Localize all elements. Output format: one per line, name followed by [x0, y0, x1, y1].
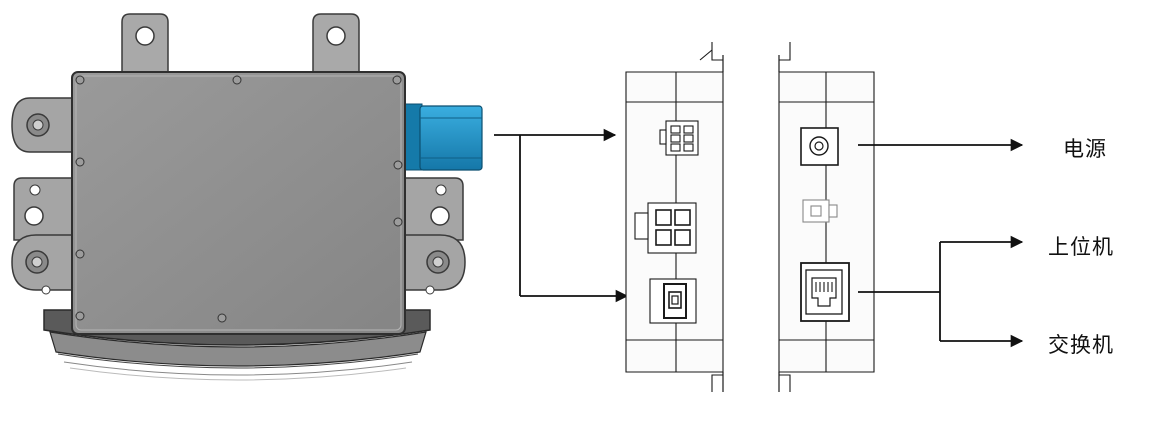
data-port — [649, 278, 697, 324]
housing-screws — [75, 75, 403, 323]
output-arrows — [858, 138, 1024, 348]
left-bracket-lower — [11, 234, 73, 295]
left-bracket-upper — [11, 97, 73, 153]
main-housing — [71, 71, 406, 335]
connector-callout-arrows — [494, 128, 629, 303]
power-jack — [800, 127, 839, 166]
side-view-left-panel — [625, 42, 724, 392]
six-pin-port — [659, 120, 699, 156]
right-bracket-middle — [404, 177, 464, 241]
top-mount-tab-left — [121, 13, 169, 81]
side-view-right-panel — [778, 42, 875, 392]
small-indicator — [802, 199, 838, 223]
left-bracket-middle — [13, 177, 73, 241]
blue-connector — [403, 103, 483, 171]
label-switch: 交换机 — [1048, 333, 1114, 357]
rj45-port — [800, 262, 850, 322]
label-host: 上位机 — [1048, 235, 1114, 259]
label-power: 电源 — [1063, 137, 1107, 161]
right-bracket-lower — [404, 234, 466, 295]
top-mount-tab-right — [312, 13, 360, 81]
four-pin-port — [634, 202, 697, 254]
device-3d-view — [11, 13, 483, 381]
